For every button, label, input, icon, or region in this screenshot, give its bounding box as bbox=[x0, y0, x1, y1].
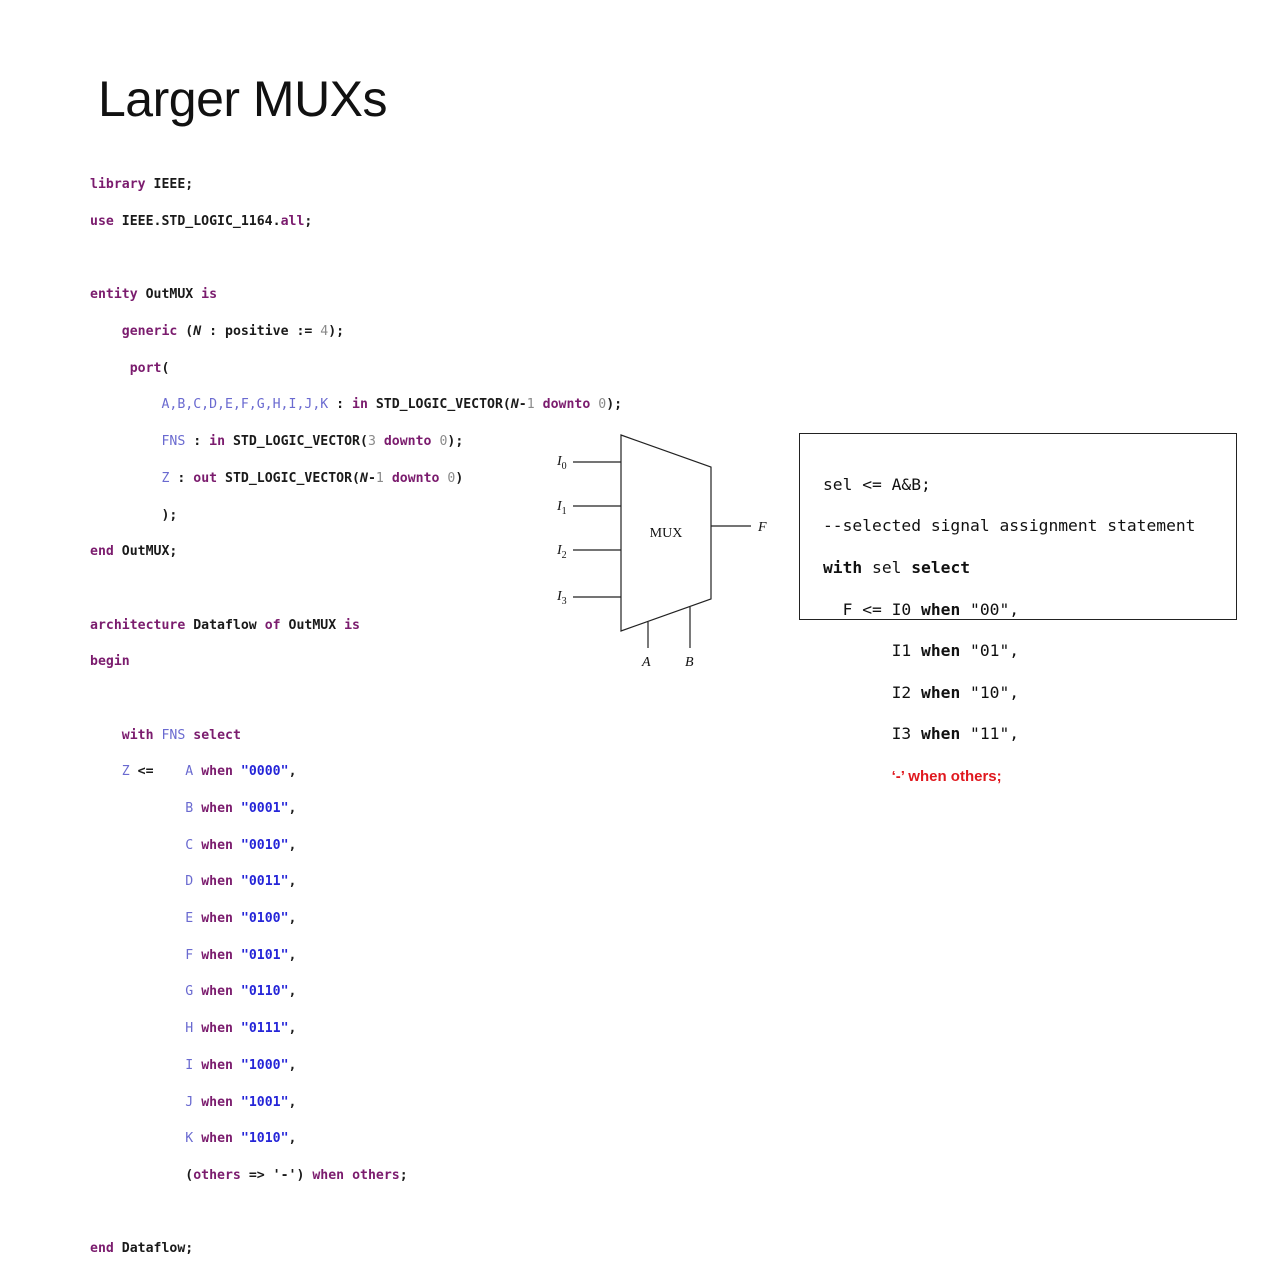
code-line: I when "1000", bbox=[185, 1057, 297, 1073]
code-line: H when "0111", bbox=[185, 1021, 297, 1037]
input-label-i0: I0 bbox=[556, 454, 567, 472]
code-line: (others => '-') when others; bbox=[185, 1167, 408, 1183]
mux-trapezoid bbox=[620, 434, 712, 632]
code-line: port( bbox=[129, 360, 170, 376]
code-line: B when "0001", bbox=[185, 801, 297, 817]
code-line: end Dataflow; bbox=[90, 1241, 194, 1257]
code-line: FNS : in STD_LOGIC_VECTOR(3 downto 0); bbox=[161, 434, 464, 450]
input-label-i1: I1 bbox=[556, 499, 567, 517]
code-line: Z <= A when "0000", bbox=[121, 764, 297, 780]
code-line: C when "0010", bbox=[185, 837, 297, 853]
input-label-i2: I2 bbox=[556, 543, 567, 561]
code-line: J when "1001", bbox=[185, 1094, 297, 1110]
code-line: A,B,C,D,E,F,G,H,I,J,K : in STD_LOGIC_VEC… bbox=[161, 397, 623, 413]
mux-diagram: MUX I0 I1 I2 I3 F A B bbox=[556, 434, 767, 670]
mux-label: MUX bbox=[650, 526, 683, 541]
code-line: with FNS select bbox=[121, 727, 241, 743]
code-line: end OutMUX; bbox=[90, 544, 178, 560]
box-line: sel <= A&B; bbox=[823, 474, 931, 494]
code-line: generic (N : positive := 4); bbox=[121, 324, 345, 340]
select-label-b: B bbox=[685, 655, 694, 670]
selected-assignment-box: sel <= A&B; --selected signal assignment… bbox=[799, 433, 1237, 785]
code-line: E when "0100", bbox=[185, 911, 297, 927]
box-line: with sel select bbox=[823, 557, 971, 577]
code-line: ); bbox=[161, 507, 178, 523]
box-line: I2 when "10", bbox=[823, 682, 1020, 702]
box-line: I3 when "11", bbox=[823, 724, 1020, 744]
code-line: Z : out STD_LOGIC_VECTOR(N-1 downto 0) bbox=[161, 470, 464, 486]
code-line: F when "0101", bbox=[185, 947, 297, 963]
slide-title: Larger MUXs bbox=[98, 71, 388, 127]
vhdl-code-listing: library IEEE; use IEEE.STD_LOGIC_1164.al… bbox=[90, 158, 622, 1277]
box-line-others: ‘-’ when others; bbox=[823, 766, 1195, 787]
code-line: begin bbox=[90, 654, 130, 670]
select-label-a: A bbox=[641, 655, 651, 670]
code-line: use IEEE.STD_LOGIC_1164.all; bbox=[90, 214, 313, 230]
box-line: F <= I0 when "00", bbox=[823, 599, 1020, 619]
code-line: G when "0110", bbox=[185, 984, 297, 1000]
output-label: F bbox=[757, 520, 767, 535]
input-label-i3: I3 bbox=[556, 589, 567, 607]
code-line: K when "1010", bbox=[185, 1131, 297, 1147]
code-line: D when "0011", bbox=[185, 874, 297, 890]
others-highlight: ‘-’ when others; bbox=[891, 767, 1002, 785]
box-line: I1 when "01", bbox=[823, 641, 1020, 661]
code-line: architecture Dataflow of OutMUX is bbox=[90, 617, 360, 633]
selected-assignment-code: sel <= A&B; --selected signal assignment… bbox=[823, 454, 1195, 808]
box-line: --selected signal assignment statement bbox=[823, 516, 1196, 536]
code-line: entity OutMUX is bbox=[90, 287, 218, 303]
code-line: library IEEE; bbox=[90, 177, 194, 193]
